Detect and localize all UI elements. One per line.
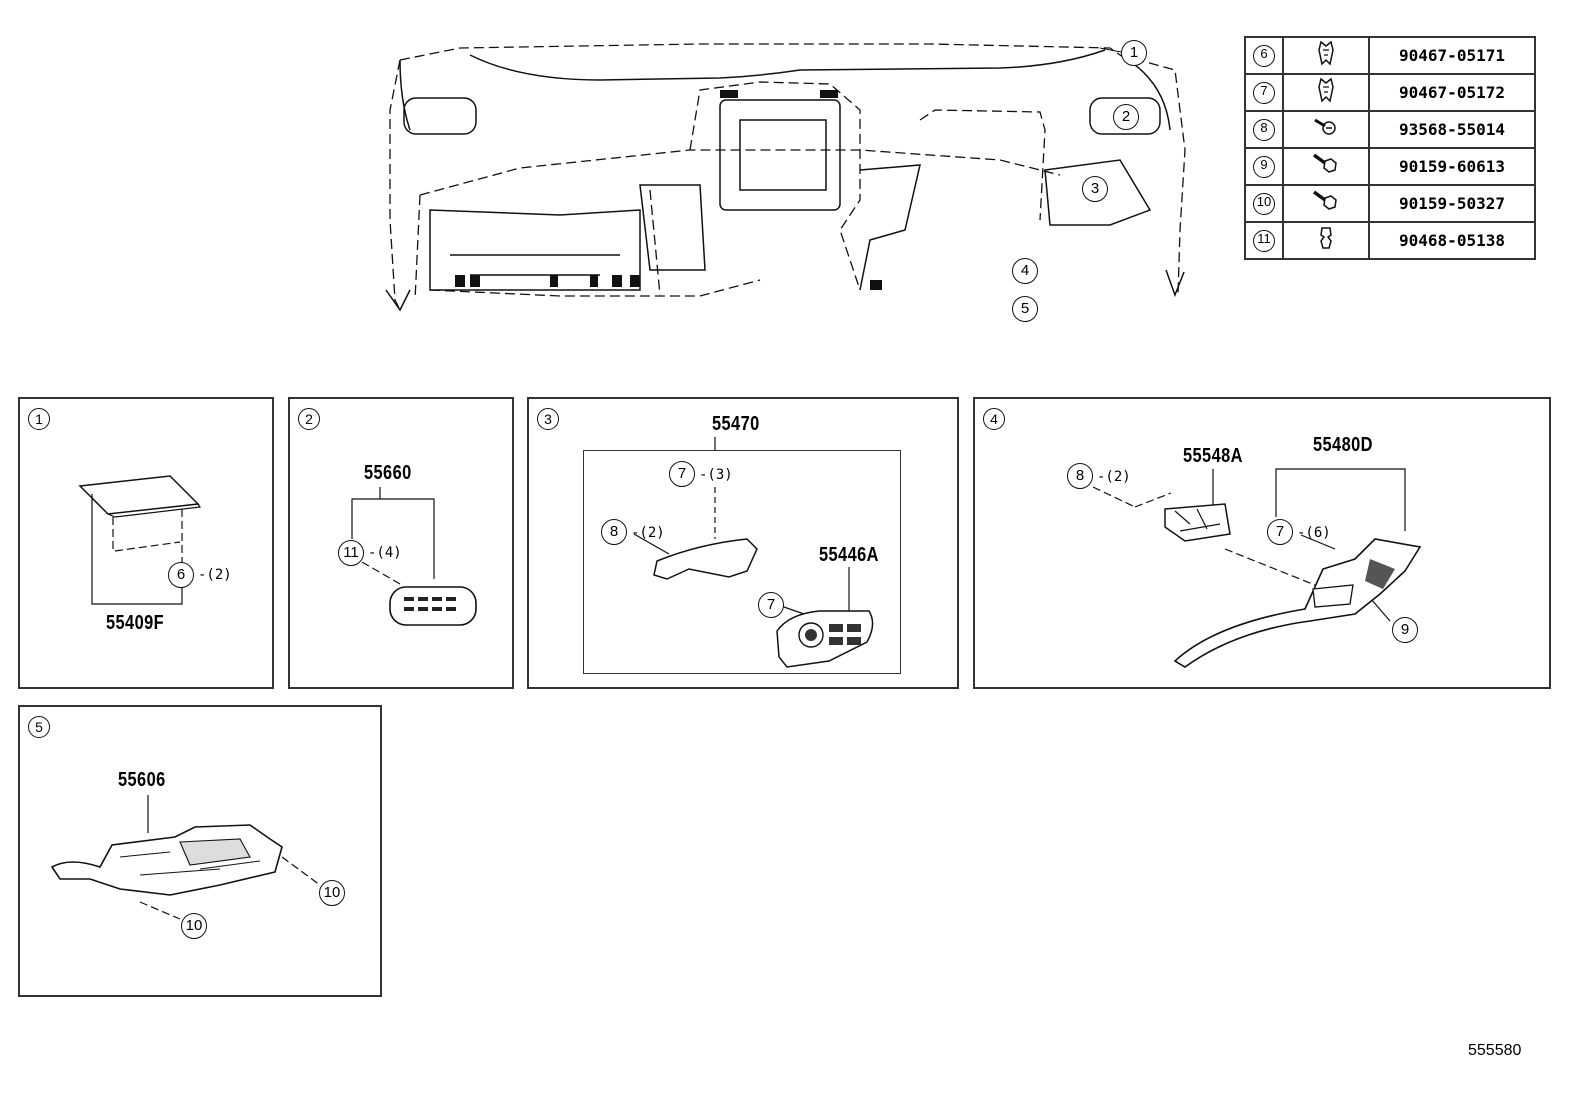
panel-5: 5 55606 10 10 [18,705,382,997]
panel-3-callout-clip-a-qty: -(3) [699,467,733,483]
overview-callout-3: 3 [1082,176,1108,202]
bolt-icon [1311,153,1341,183]
panel-4-callout-bolt: 9 [1392,617,1418,643]
overview-callout-1: 1 [1121,40,1147,66]
panel-1-number: 1 [28,408,50,430]
fastener-row: 9 90159-60613 [1244,147,1536,186]
fastener-row: 8 93568-55014 [1244,110,1536,149]
panel-4-number: 4 [983,408,1005,430]
panel-3-callout-clip-b: 7 [758,592,784,618]
fastener-ref-cell: 10 [1244,184,1284,223]
panel-3-assembly-number: 55470 [712,413,760,435]
fastener-ref-cell: 9 [1244,147,1284,186]
fastener-ref-cell: 11 [1244,221,1284,260]
panel-2-clip-qty: -(4) [368,545,402,561]
fastener-part-number: 90159-50327 [1368,184,1536,223]
panel-3-callout-screw-qty: -(2) [631,525,665,541]
panel-1-part-number: 55409F [106,612,165,634]
vent-drawing [351,487,477,626]
panel-5-callout-bolt-a: 10 [319,880,345,906]
fastener-part-number: 90467-05172 [1368,73,1536,112]
panel-3-callout-screw: 8 [601,519,627,545]
panel-4-part-a-number: 55548A [1183,445,1243,467]
fastener-ref: 8 [1253,118,1275,141]
bolt-icon [1311,190,1341,220]
fastener-icon-cell [1282,221,1370,260]
fastener-ref-cell: 7 [1244,73,1284,112]
panel-4-callout-clip: 7 [1267,519,1293,545]
panel-2-part-number: 55660 [364,462,412,484]
fastener-part-number: 90468-05138 [1368,221,1536,260]
clip-icon [1311,77,1341,109]
panel-4-callout-clip-qty: -(6) [1297,525,1331,541]
overview-callout-5: 5 [1012,296,1038,322]
panel-5-number: 5 [28,716,50,738]
fastener-part-number: 93568-55014 [1368,110,1536,149]
diagram-code: 555580 [1468,1042,1522,1059]
panel-2: 2 55660 11 -(4) [288,397,514,689]
panel-4-callout-screw: 8 [1067,463,1093,489]
fastener-row: 11 90468-05138 [1244,221,1536,260]
fastener-ref: 10 [1253,192,1275,215]
overview-callout-4: 4 [1012,258,1038,284]
panel-1-clip-callout: 6 [168,562,194,588]
panel-4: 4 55548A 55480D 8 -(2) 7 -(6) 9 [973,397,1551,689]
panel-4-part-b-number: 55480D [1313,434,1373,456]
panel-3: 3 55470 7 -(3) 8 -(2) 55446A 7 [527,397,959,689]
fastener-icon-cell [1282,110,1370,149]
fastener-ref: 6 [1253,44,1275,67]
panel-2-number: 2 [298,408,320,430]
fastener-icon-cell [1282,36,1370,75]
panel-1: 1 6 -(2) 55409F [18,397,274,689]
panel-3-callout-clip-a: 7 [669,461,695,487]
panel-3-part-number: 55446A [819,544,879,566]
screw-icon [1311,118,1341,146]
fastener-icon-cell [1282,147,1370,186]
lower-panel-drawing [1092,468,1422,668]
panel-3-assembly-box [583,450,901,674]
fastener-ref: 9 [1253,155,1275,178]
fastener-ref: 7 [1253,81,1275,104]
fastener-ref-cell: 6 [1244,36,1284,75]
fastener-icon-cell [1282,73,1370,112]
panel-5-callout-bolt-b: 10 [181,913,207,939]
fastener-ref-cell: 8 [1244,110,1284,149]
panel-4-callout-screw-qty: -(2) [1097,469,1131,485]
fastener-icon-cell [1282,184,1370,223]
overview-callout-2: 2 [1113,104,1139,130]
cover-drawing [78,475,202,605]
panel-5-part-number: 55606 [118,769,166,791]
clip-icon [1311,40,1341,72]
fastener-ref: 11 [1253,229,1275,252]
fastener-row: 10 90159-50327 [1244,184,1536,223]
nut-clip-icon [1311,227,1341,257]
fastener-part-number: 90467-05171 [1368,36,1536,75]
panel-2-clip-callout: 11 [338,540,364,566]
panel-1-clip-qty: -(2) [198,567,232,583]
fastener-row: 6 90467-05171 [1244,36,1536,75]
trim-drawing [633,437,874,668]
fastener-row: 7 90467-05172 [1244,73,1536,112]
panel-3-number: 3 [537,408,559,430]
fastener-part-number: 90159-60613 [1368,147,1536,186]
under-cover-drawing [50,795,321,920]
fastener-table: 6 90467-05171 7 90467-05172 8 93568-55014 9 901… [1244,36,1536,260]
